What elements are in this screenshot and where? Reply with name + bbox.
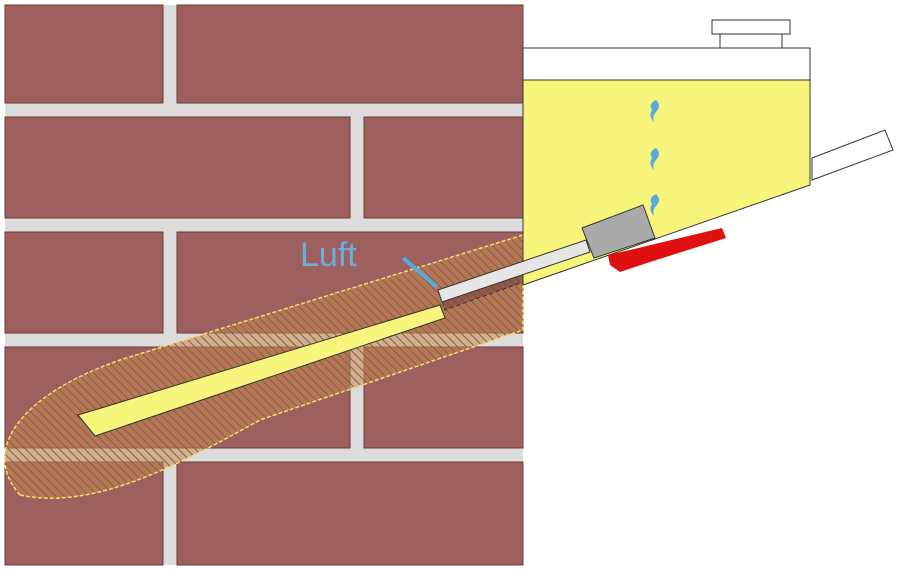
brick [176, 461, 524, 566]
air-pointer [401, 256, 439, 289]
drop-icon [650, 100, 659, 122]
brick [4, 4, 164, 104]
injection-nozzle [437, 239, 591, 303]
resin-drops [650, 100, 659, 216]
brick [4, 116, 351, 219]
nozzle-body [581, 204, 656, 259]
drop-icon [650, 148, 659, 170]
tank-handle [811, 129, 894, 181]
borehole-resin [77, 304, 446, 437]
air-label: Luft [300, 236, 357, 274]
drop-icon [650, 194, 659, 216]
brick [176, 4, 524, 104]
brick [363, 116, 524, 219]
brick [4, 231, 164, 334]
trigger [608, 228, 726, 272]
